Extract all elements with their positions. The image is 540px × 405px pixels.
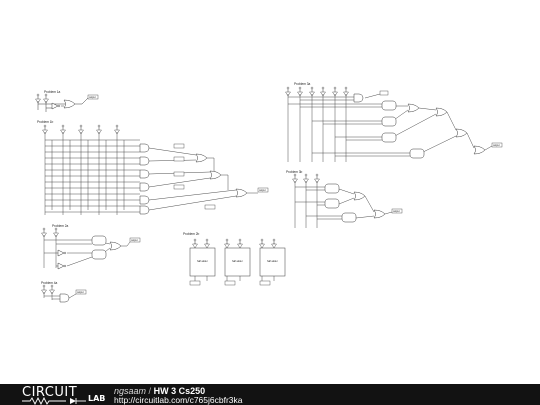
schematic-canvas[interactable]: Problem 1a Problem 1b xyxy=(0,0,540,384)
problem-4a-label: Problem 4a xyxy=(41,281,58,285)
half-adder-label-1: half adder xyxy=(197,260,208,263)
problem-3b: Problem 3b xyxy=(286,170,403,228)
probe-label-4a: output xyxy=(77,291,84,294)
problem-4a: Problem 4a xyxy=(41,281,87,303)
footer-bar: CIRCUIT LAB ngsaam / HW 3 Cs250 http://c… xyxy=(0,384,540,405)
half-adder-label-3: half adder xyxy=(267,260,278,263)
problem-1a-label: Problem 1a xyxy=(44,90,61,94)
problem-2a: Problem 2a xyxy=(41,224,141,270)
author-title-line: ngsaam / HW 3 Cs250 xyxy=(114,386,205,396)
problem-3a-label: Problem 3a xyxy=(294,82,311,86)
logo-circuit-text: CIRCUIT xyxy=(22,385,78,400)
probe-label-1b: output xyxy=(259,189,266,192)
circuit-title: HW 3 Cs250 xyxy=(153,386,206,396)
problem-1b: Problem 1b xyxy=(37,120,269,215)
schematic-svg[interactable]: Problem 1a Problem 1b xyxy=(0,0,540,384)
resistor-logo-icon xyxy=(22,397,86,405)
title-separator: / xyxy=(148,386,152,396)
problem-2b-label: Problem 2b xyxy=(183,232,200,236)
circuitlab-logo[interactable]: CIRCUIT LAB xyxy=(22,385,105,405)
problem-2a-label: Problem 2a xyxy=(52,224,69,228)
probe-label-3a: output xyxy=(493,144,500,147)
half-adder-label-2: half adder xyxy=(232,260,243,263)
author-name[interactable]: ngsaam xyxy=(114,386,147,396)
probe-label-2a: output xyxy=(131,239,138,242)
circuit-url-link[interactable]: http://circuitlab.com/c765j6cbfr3ka xyxy=(114,395,243,405)
probe-label-3b: output xyxy=(393,210,400,213)
problem-3a: Problem 3a xyxy=(285,82,503,162)
problem-1a: Problem 1a xyxy=(35,90,99,112)
problem-2b: Problem 2b half adder half adder half ad… xyxy=(183,232,286,286)
probe-label-1a: output xyxy=(89,96,96,99)
problem-1b-label: Problem 1b xyxy=(37,120,54,124)
problem-3b-label: Problem 3b xyxy=(286,170,303,174)
logo-lab-text: LAB xyxy=(88,394,106,403)
